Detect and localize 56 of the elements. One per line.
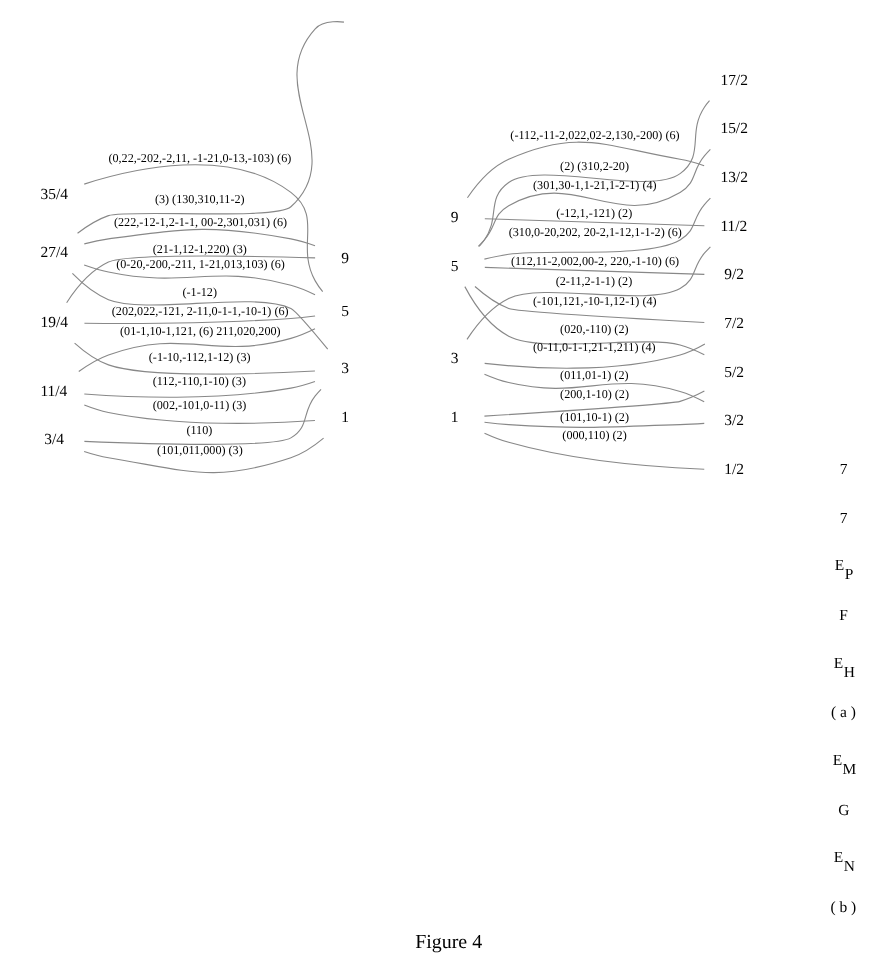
label: 7 (838, 508, 847, 527)
node-text: 1 (340, 408, 348, 427)
connector (82, 437, 324, 474)
node-text: 7/2 (723, 314, 744, 333)
connector (82, 164, 323, 293)
label: 7 (838, 460, 847, 479)
connector (76, 21, 344, 234)
node-text: 9/2 (723, 265, 744, 284)
node-text: 13/2 (719, 168, 747, 187)
connector (73, 342, 315, 375)
connector (483, 343, 705, 369)
node-text: 3/2 (723, 411, 744, 430)
connector (70, 272, 328, 350)
connector (482, 421, 704, 428)
node-text: 5 (340, 301, 348, 320)
connector (82, 404, 315, 424)
node-text: 35/4 (39, 184, 67, 203)
connector (82, 380, 315, 398)
node-text: 5/2 (723, 362, 744, 381)
node-text: 9 (340, 248, 348, 267)
connector (473, 285, 704, 323)
node-text: 5 (449, 256, 458, 275)
node-text: 15/2 (719, 119, 747, 138)
node-text: 11/4 (39, 381, 67, 400)
label: ( a ) (830, 703, 855, 722)
label: G (837, 800, 849, 819)
node-text: 9 (449, 207, 458, 226)
connector (482, 390, 704, 417)
node-text: 3 (449, 349, 458, 368)
connector (482, 373, 704, 403)
connector (465, 141, 704, 199)
node-text: 1/2 (723, 460, 744, 479)
connector (65, 255, 315, 304)
node-text: 17/2 (719, 70, 747, 89)
label: F (838, 605, 847, 624)
connector (82, 264, 315, 296)
connector (465, 246, 710, 340)
connector (82, 388, 321, 445)
connector (483, 266, 704, 275)
caption: Figure 4 (414, 932, 482, 955)
connector (82, 315, 315, 325)
connector (477, 100, 710, 247)
node-text: 3 (340, 359, 348, 378)
connector (82, 228, 315, 247)
connector (482, 197, 710, 260)
node-text: 27/4 (39, 243, 67, 262)
connector (77, 328, 315, 373)
connector (483, 218, 704, 227)
node-text: 19/4 (39, 312, 67, 331)
node-text: 11/2 (719, 216, 747, 235)
node-text: 3/4 (43, 430, 64, 449)
connector (463, 286, 704, 356)
label: ( b ) (829, 897, 856, 916)
connector (476, 148, 710, 247)
connector (482, 432, 704, 470)
node-text: 1 (449, 408, 458, 427)
